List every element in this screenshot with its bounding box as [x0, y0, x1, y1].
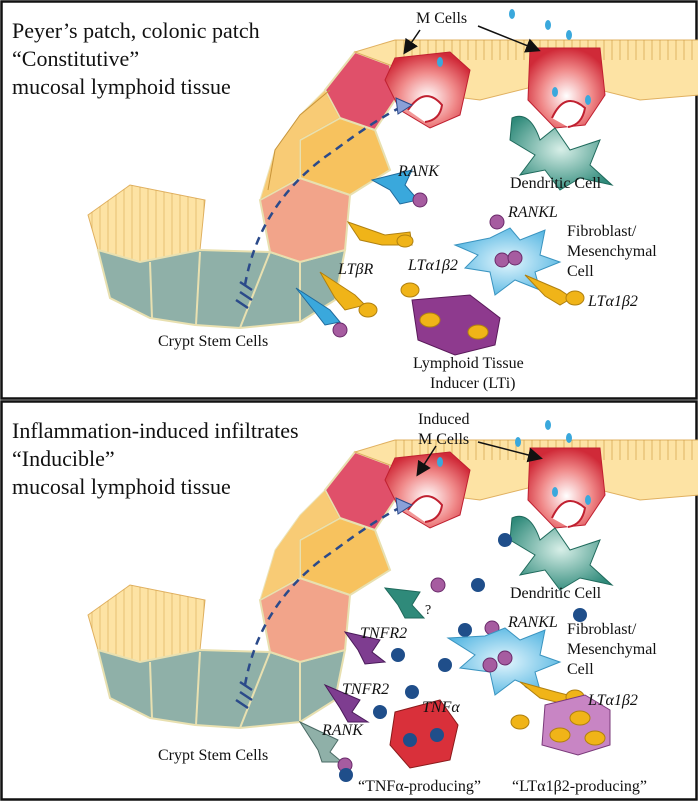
top-title-line1: Peyer’s patch, colonic patch [12, 18, 260, 43]
tnfr2-label-b: TNFR2 [342, 681, 389, 698]
lt-label: LTα1β2 [587, 692, 638, 709]
lt-label-b: LTα1β2 [587, 293, 638, 310]
ltbr-blue-receptor [295, 287, 341, 326]
m-cell-pointer [477, 441, 543, 463]
fibroblast-label-line2: Mesenchymal [567, 641, 657, 658]
migration-arrow [243, 503, 406, 686]
lti-cell [411, 294, 501, 356]
epithelium-bottom [87, 420, 698, 730]
ltbr-receptor [319, 271, 366, 311]
epithelium-top [87, 9, 698, 330]
tnfr2-receptor [343, 631, 387, 665]
tnfr2-receptor [323, 683, 370, 723]
tnfr2-label-a: TNFR2 [360, 625, 407, 642]
antigen-dot [437, 57, 443, 67]
lt-ligand [346, 221, 413, 246]
bottom-title-line3: mucosal lymphoid tissue [12, 474, 231, 499]
dendritic-cell-label: Dendritic Cell [510, 585, 602, 602]
rank-label: RANK [397, 163, 440, 180]
induced-m-cells-label-line1: Induced [418, 411, 470, 428]
unknown-receptor [383, 587, 426, 619]
induced-m-cells-label-line2: M Cells [418, 431, 469, 448]
stem-chevron-icon [235, 680, 253, 710]
dendritic-cell-label: Dendritic Cell [510, 175, 602, 192]
top-title-line3: mucosal lymphoid tissue [12, 74, 231, 99]
fibroblast-label-line3: Cell [567, 263, 594, 280]
fibroblast-label-line1: Fibroblast/ [567, 223, 637, 240]
lt-producing-label: “LTα1β2-producing” [512, 778, 647, 795]
lti-label-line1: Lymphoid Tissue [413, 355, 524, 372]
lt-ellipse [400, 282, 420, 298]
crypt-stem-label: Crypt Stem Cells [158, 747, 268, 764]
ltbr-label: LTβR [337, 261, 373, 278]
lt-label-a: LTα1β2 [407, 257, 458, 274]
fibroblast-label-line1: Fibroblast/ [567, 621, 637, 638]
question-mark: ? [425, 603, 431, 618]
migration-arrow [243, 103, 406, 286]
dendritic-cell [509, 115, 614, 191]
dendritic-cell [509, 515, 614, 591]
bottom-panel: Inflammation-induced infiltrates “Induci… [0, 400, 698, 801]
m-cell-pointer [477, 25, 541, 53]
lti-label-line2: Inducer (LTi) [430, 375, 515, 392]
m-cells-label: M Cells [416, 10, 467, 27]
tnfa-label: TNFα [422, 699, 460, 716]
tnf-producing-label: “TNFα-producing” [358, 778, 481, 795]
rankl-label: RANKL [507, 204, 558, 221]
fibroblast-label-line2: Mesenchymal [567, 243, 657, 260]
m-cell-pointer [416, 445, 437, 477]
tnf-producing-cell [389, 699, 459, 769]
bottom-title-line2: “Inducible” [12, 446, 115, 471]
rankl-ligand [412, 192, 428, 208]
migration-arrowhead [395, 97, 414, 115]
tnf-dots [339, 533, 587, 782]
stem-chevron-icon [235, 280, 253, 310]
top-panel: Peyer’s patch, colonic patch “Constituti… [0, 0, 698, 400]
rankl-label: RANKL [507, 614, 558, 631]
crypt-segment [96, 248, 347, 330]
bottom-title-line1: Inflammation-induced infiltrates [12, 418, 299, 443]
crypt-stem-label: Crypt Stem Cells [158, 333, 268, 350]
rank-label: RANK [321, 722, 364, 739]
m-cell-pointer [403, 29, 421, 55]
fibroblast-label-line3: Cell [567, 661, 594, 678]
top-title-line2: “Constitutive” [12, 46, 139, 71]
